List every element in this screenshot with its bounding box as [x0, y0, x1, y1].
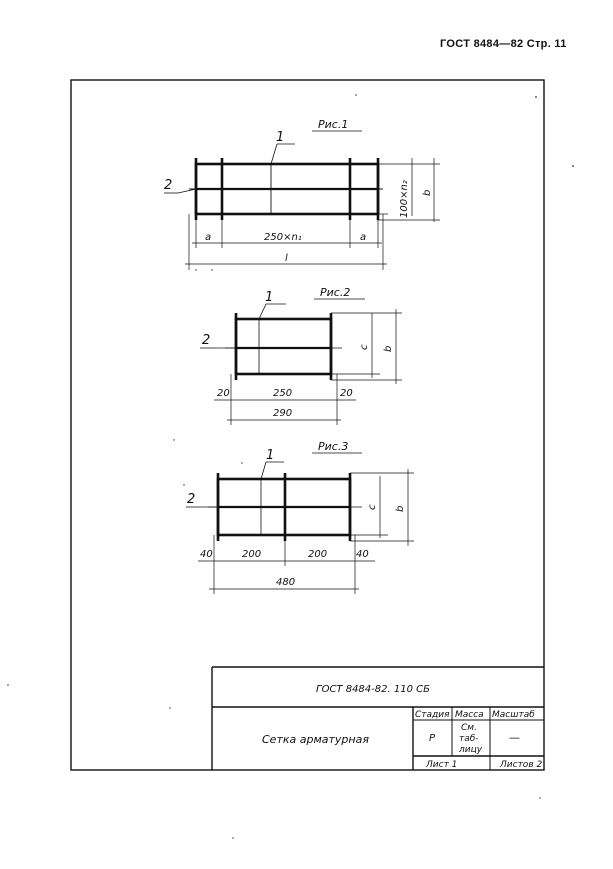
title-scale-value: — — [509, 731, 520, 744]
fig2-position-1: 1 — [265, 290, 273, 305]
fig1-dim-total: l — [285, 253, 288, 264]
fig2-dim-c: c — [359, 344, 370, 350]
figure-2: Рис.2 1 2 c b 20 250 20 290 — [200, 286, 402, 425]
fig1-dim-middle: 250×n₁ — [264, 232, 302, 243]
fig1-position-1: 1 — [276, 130, 284, 145]
fig1-dim-vertical: 100×n₂ — [399, 180, 410, 218]
title-sheet: Лист 1 — [425, 760, 457, 770]
title-col-stage: Стадия — [415, 710, 450, 720]
drawing-frame — [70, 79, 545, 771]
fig2-position-2: 2 — [202, 333, 210, 348]
figure-3: Рис.3 1 2 c b 40 200 200 40 480 — [186, 440, 414, 594]
title-stage-value: Р — [429, 733, 436, 744]
fig3-dim-total: 480 — [276, 577, 295, 588]
fig2-dim-total: 290 — [273, 408, 292, 419]
fig1-dim-a-right: a — [360, 232, 366, 243]
title-designation: ГОСТ 8484-82. 110 СБ — [316, 684, 430, 695]
title-name: Сетка арматурная — [262, 733, 369, 746]
fig3-dim-left: 40 — [200, 549, 213, 560]
title-sheets: Листов 2 — [499, 760, 542, 770]
title-mass-value-1: См. — [461, 723, 477, 733]
fig3-dim-c: c — [367, 504, 378, 510]
fig3-position-2: 2 — [187, 492, 195, 507]
fig1-position-2: 2 — [164, 178, 172, 193]
fig3-dim-mid1: 200 — [242, 549, 261, 560]
fig2-mesh — [234, 317, 333, 376]
fig1-caption: Рис.1 — [318, 118, 348, 131]
fig2-dim-right: 20 — [340, 388, 353, 399]
page-header: ГОСТ 8484—82 Стр. 11 — [440, 38, 567, 50]
fig3-dim-b: b — [395, 506, 406, 512]
fig2-caption: Рис.2 — [320, 286, 350, 299]
fig3-caption: Рис.3 — [318, 440, 348, 453]
scan-specks — [7, 94, 574, 839]
fig3-position-1: 1 — [266, 448, 274, 463]
title-block: ГОСТ 8484-82. 110 СБ Сетка арматурная Ст… — [211, 666, 544, 770]
title-mass-value-2: таб- — [459, 734, 479, 744]
title-col-mass: Масса — [455, 710, 484, 720]
fig1-dim-a-left: a — [205, 232, 211, 243]
figure-1: Рис.1 1 2 100×n₂ b — [164, 118, 440, 270]
fig3-dim-mid2: 200 — [308, 549, 327, 560]
fig3-dim-right: 40 — [356, 549, 369, 560]
title-mass-value-3: лицу — [458, 745, 483, 755]
fig2-dim-middle: 250 — [273, 388, 292, 399]
fig2-dim-left: 20 — [217, 388, 230, 399]
title-col-scale: Масштаб — [492, 710, 535, 720]
fig1-dim-b: b — [422, 190, 433, 196]
fig2-dim-b: b — [383, 346, 394, 352]
